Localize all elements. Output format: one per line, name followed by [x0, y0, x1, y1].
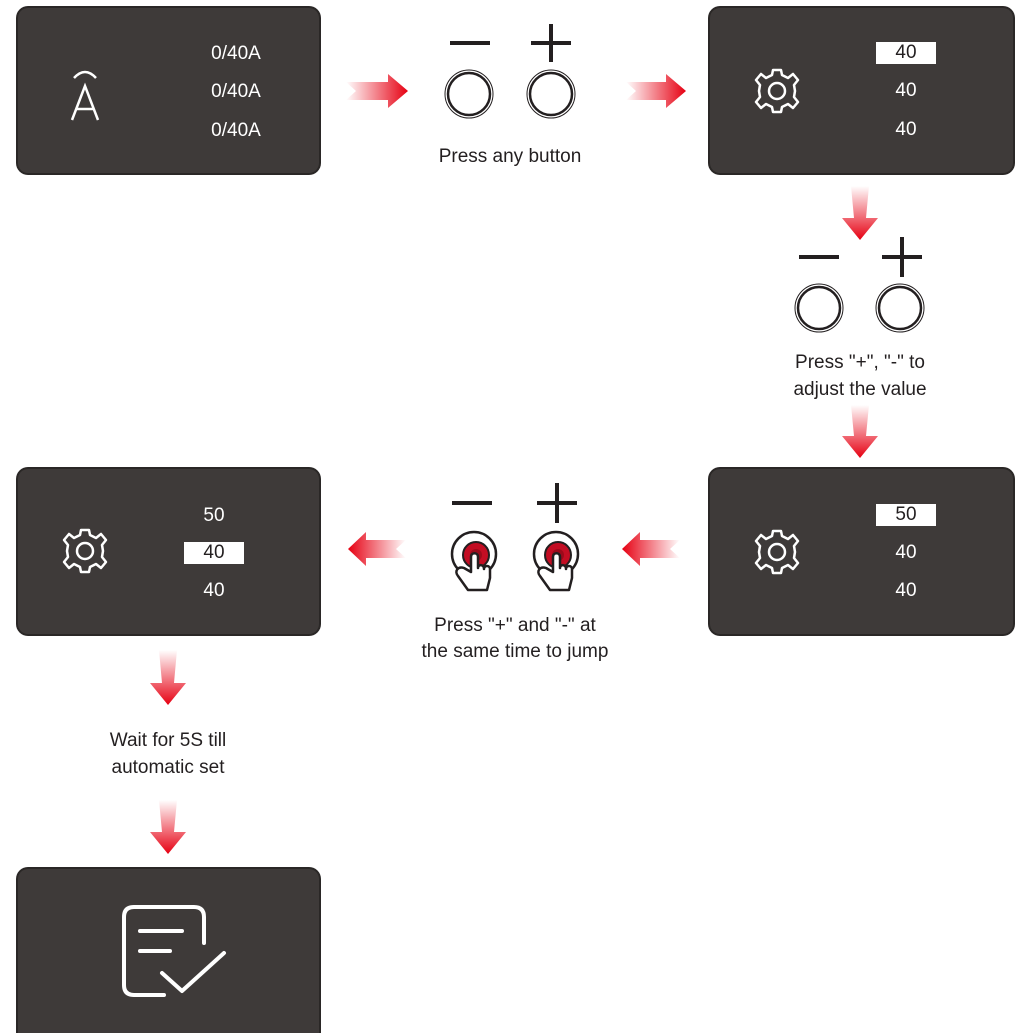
gear-icon — [754, 68, 800, 114]
plus-icon — [531, 24, 571, 62]
arrow-right-2 — [626, 74, 686, 108]
setting-value-3: 40 — [203, 580, 225, 601]
minus-plus-buttons-1 — [444, 24, 576, 119]
settings-confirmed-panel — [18, 869, 319, 1033]
plus-button — [528, 71, 574, 117]
current-value-2: 0/40A — [211, 81, 261, 102]
setting-value-3: 40 — [895, 580, 917, 601]
caption-press-any-button: Press any button — [438, 146, 582, 167]
setting-value-2: 40 — [895, 542, 917, 563]
caption-jump-line-2: the same time to jump — [421, 641, 609, 662]
setting-value-1-highlighted: 50 — [876, 504, 936, 526]
finger-icon — [455, 552, 492, 592]
settings-panel-jumped: 50 40 40 — [18, 469, 319, 634]
current-value-1: 0/40A — [211, 43, 261, 64]
settings-panel-adjusted: 50 40 40 — [710, 469, 1013, 634]
caption-jump-line-1: Press "+" and "-" at — [434, 615, 596, 636]
minus-plus-buttons-2 — [794, 237, 925, 333]
gear-icon — [754, 529, 800, 575]
arrow-left-1 — [622, 532, 680, 566]
minus-button — [446, 71, 492, 117]
minus-plus-buttons-pressed — [450, 483, 580, 592]
arrow-down-3 — [150, 650, 186, 705]
plus-button — [877, 285, 923, 331]
arrow-down-2 — [842, 405, 878, 458]
caption-wait-line-2: automatic set — [111, 757, 225, 778]
setting-value-1: 50 — [203, 505, 225, 526]
setting-value-3: 40 — [895, 119, 917, 140]
current-value-3: 0/40A — [211, 120, 261, 141]
plus-icon — [537, 483, 577, 523]
minus-button — [796, 285, 842, 331]
caption-adjust-line-2: adjust the value — [793, 379, 927, 400]
arrow-left-2 — [348, 532, 406, 566]
current-display-panel: 0/40A 0/40A 0/40A — [18, 8, 319, 173]
caption-wait-line-1: Wait for 5S till — [109, 730, 227, 751]
ampere-icon — [70, 70, 100, 121]
document-check-icon — [122, 905, 226, 997]
plus-icon — [882, 237, 922, 277]
arrow-right-1 — [346, 74, 408, 108]
setting-value-1-highlighted: 40 — [876, 42, 936, 64]
setting-value-2-highlighted: 40 — [184, 542, 244, 564]
setting-value-2: 40 — [895, 80, 917, 101]
arrow-down-1 — [842, 186, 878, 240]
arrow-down-4 — [150, 800, 186, 854]
finger-icon — [537, 552, 574, 592]
caption-adjust-line-1: Press "+", "-" to — [795, 352, 925, 373]
settings-panel-initial: 40 40 40 — [710, 8, 1013, 173]
gear-icon — [62, 528, 108, 574]
